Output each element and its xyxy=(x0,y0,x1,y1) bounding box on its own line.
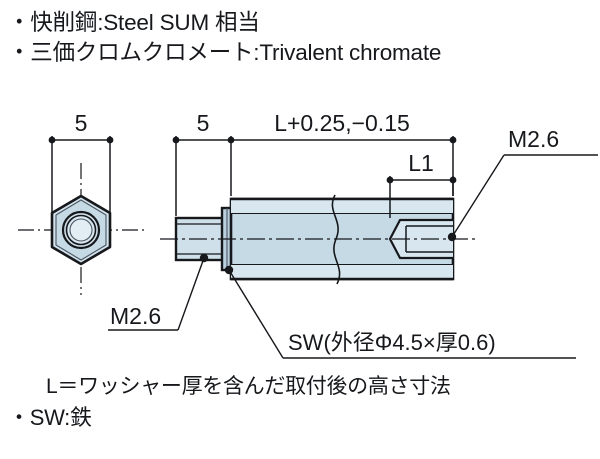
dim-dot-L-right xyxy=(449,136,457,144)
dimension-thread-depth: L1 xyxy=(386,150,457,218)
callout-male-thread: M2.6 xyxy=(108,253,209,331)
spec-line-chromate: ・三価クロムクロメート:Trivalent chromate xyxy=(8,40,442,65)
drawing-svg: 5 xyxy=(18,110,598,359)
spec-line-steel: ・快削鋼:Steel SUM 相当 xyxy=(8,10,260,35)
hexagon-end-view xyxy=(18,163,145,295)
thread-bore-circle xyxy=(69,218,93,242)
dim-dot-L1-left xyxy=(386,176,394,184)
dimension-overall-length: L+0.25,−0.15 xyxy=(231,110,457,196)
leader-line-female-thread xyxy=(451,154,505,238)
dim-dot-L1-right xyxy=(449,176,457,184)
note-length-definition: L＝ワッシャー厚を含んだ取付後の高さ寸法 xyxy=(46,375,451,398)
callout-spring-washer: SW(外径Φ4.5×厚0.6) xyxy=(224,265,576,359)
leader-line-washer xyxy=(228,269,284,359)
dim-label-overall-length: L+0.25,−0.15 xyxy=(274,110,410,136)
callout-female-thread: M2.6 xyxy=(447,126,598,242)
dim-label-hex-flats-side: 5 xyxy=(197,110,210,136)
callout-label-washer: SW(外径Φ4.5×厚0.6) xyxy=(288,330,496,355)
notes-block: L＝ワッシャー厚を含んだ取付後の高さ寸法 ・SW:鉄 xyxy=(8,372,598,434)
dim-label-thread-depth: L1 xyxy=(408,150,434,176)
material-spec-block: ・快削鋼:Steel SUM 相当 ・三価クロムクロメート:Trivalent … xyxy=(8,8,598,68)
callout-label-female-thread: M2.6 xyxy=(508,126,559,152)
hex-body-highlight-bottom xyxy=(231,265,453,279)
dim-dot-right xyxy=(106,136,114,144)
dim-dot-left xyxy=(48,136,56,144)
standoff-side-view xyxy=(160,194,478,285)
dimension-hex-side-view: 5 xyxy=(172,110,235,216)
dim-label-hex-flats-end: 5 xyxy=(75,110,88,136)
dimension-hex-end-view: 5 xyxy=(48,110,114,212)
dim-dot-5-left xyxy=(172,136,180,144)
callout-label-male-thread: M2.6 xyxy=(110,303,161,329)
hex-body-highlight-top xyxy=(231,199,453,213)
leader-line-male-thread xyxy=(177,257,205,331)
note-washer-material: ・SW:鉄 xyxy=(8,405,92,430)
technical-drawing-area: 5 xyxy=(0,100,600,360)
